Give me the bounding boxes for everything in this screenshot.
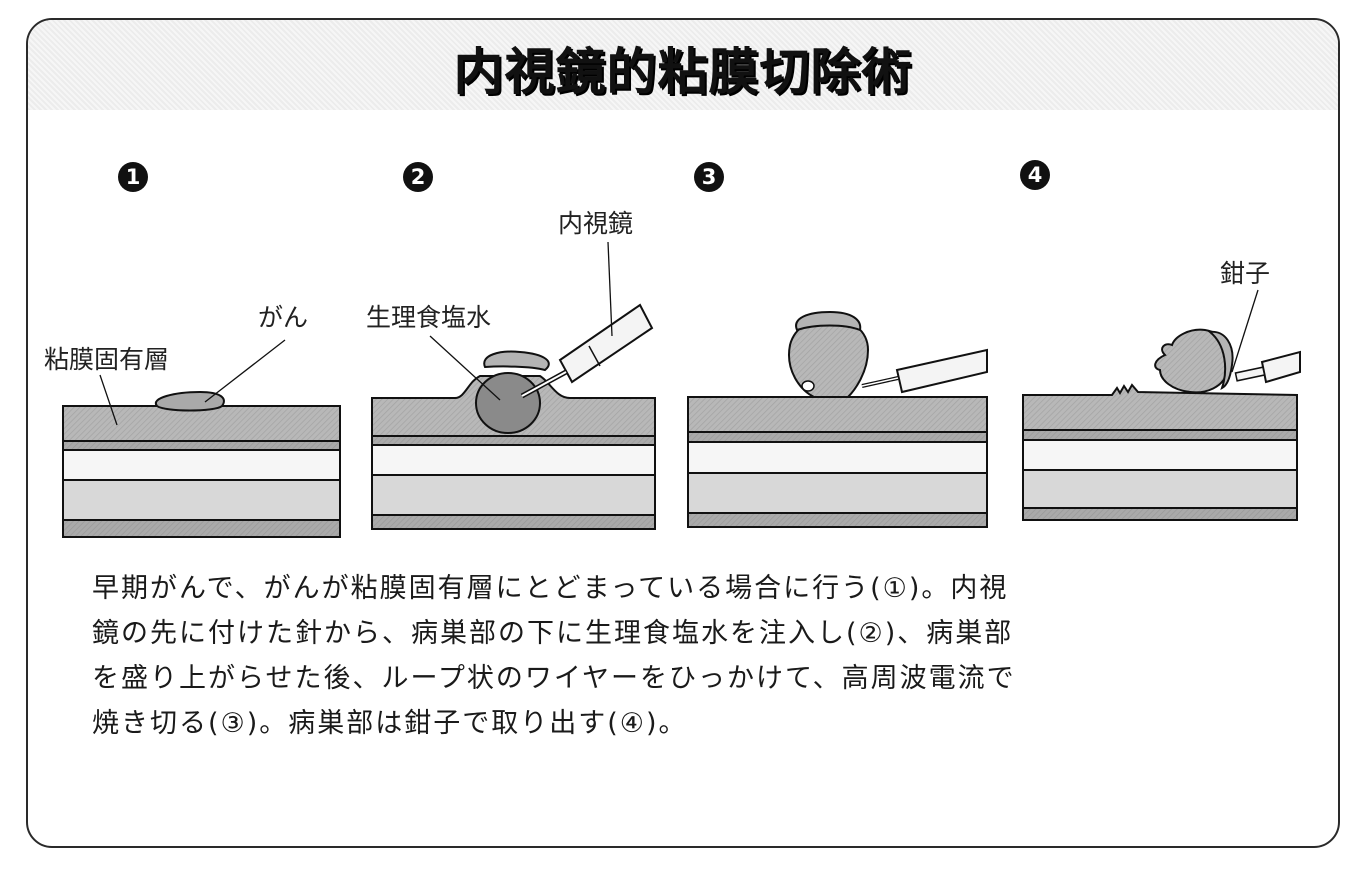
title-banner: 内視鏡的粘膜切除術	[28, 20, 1338, 110]
step-badge-4: 4	[1020, 160, 1050, 190]
snare-icon	[861, 348, 988, 394]
label-forceps: 鉗子	[1220, 259, 1271, 288]
step-badge-2: 2	[403, 162, 433, 192]
description-line: 早期がんで、がんが粘膜固有層にとどまっている場合に行う(①)。内視	[92, 573, 1009, 604]
label-endoscope: 内視鏡	[558, 209, 634, 238]
saline-bulge	[475, 372, 541, 434]
page-title: 内視鏡的粘膜切除術	[453, 43, 913, 101]
forceps-icon	[1234, 350, 1301, 384]
step-badge-1: 1	[118, 162, 148, 192]
step-2-illustration	[371, 241, 656, 530]
cancer-lesion	[154, 390, 225, 412]
label-saline: 生理食塩水	[366, 303, 492, 332]
description-text: 早期がんで、がんが粘膜固有層にとどまっている場合に行う(①)。内視 鏡の先に付け…	[92, 566, 1232, 746]
label-mucosa: 粘膜固有層	[44, 345, 170, 374]
step-1-illustration	[62, 339, 341, 538]
endoscope-icon	[520, 303, 654, 399]
description-line: を盛り上がらせた後、ループ状のワイヤーをひっかけて、高周波電流で	[92, 663, 1016, 694]
step-3-illustration	[687, 310, 988, 528]
label-cancer: がん	[258, 303, 309, 332]
step-4-illustration	[1022, 289, 1301, 521]
step-badge-3: 3	[694, 162, 724, 192]
description-line: 焼き切る(③)。病巣部は鉗子で取り出す(④)。	[92, 708, 688, 739]
description-line: 鏡の先に付けた針から、病巣部の下に生理食塩水を注入し(②)、病巣部	[92, 618, 1014, 649]
